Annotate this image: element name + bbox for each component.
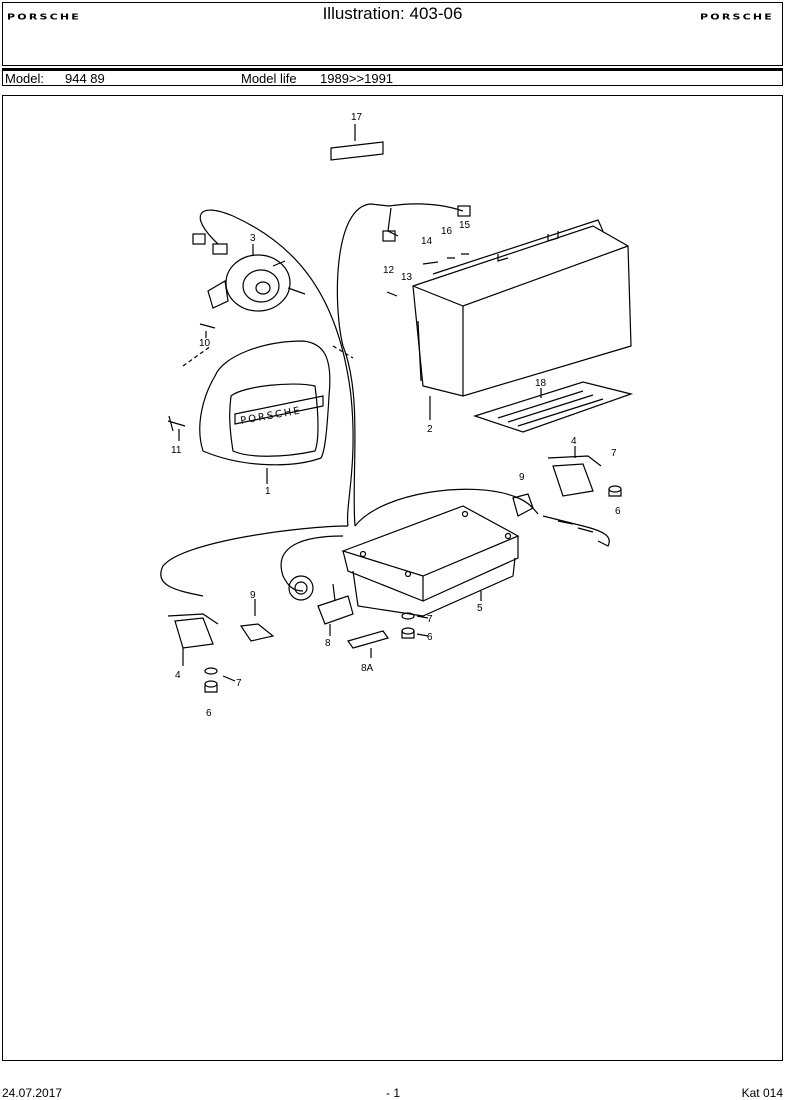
- model-bar: Model: 944 89 Model life 1989>>1991: [2, 68, 783, 86]
- part-label-9-left: 9: [250, 590, 256, 601]
- header-frame: PORSCHE Illustration: 403-06 PORSCHE: [2, 2, 783, 66]
- porsche-logo-right: PORSCHE: [700, 12, 774, 22]
- model-label: Model:: [5, 71, 45, 86]
- part-5-control-unit: [341, 505, 520, 617]
- part-label-8: 8: [325, 638, 331, 649]
- part-17-label-sticker: [330, 141, 384, 161]
- part-label-17: 17: [351, 112, 363, 123]
- part-label-6-right: 6: [615, 506, 621, 517]
- part-label-7-left: 7: [236, 678, 242, 689]
- part-label-4-left: 4: [175, 670, 181, 681]
- part-4-sensor-right: [547, 455, 602, 497]
- model-value: 944 89: [65, 71, 105, 86]
- part-4-sensor-left: [167, 613, 219, 649]
- part-label-3: 3: [250, 233, 256, 244]
- part-label-7-right: 7: [611, 448, 617, 459]
- part-label-10: 10: [199, 338, 211, 349]
- footer-date: 24.07.2017: [2, 1086, 63, 1100]
- part-1-steering-airbag: [199, 340, 331, 466]
- footer-page: - 1: [386, 1086, 401, 1100]
- steering-wheel-porsche-text: PORSCHE: [240, 405, 303, 427]
- part-label-11: 11: [171, 445, 182, 456]
- footer-catalog: Kat 014: [741, 1086, 783, 1100]
- part-label-18: 18: [535, 378, 547, 389]
- part-label-13: 13: [401, 272, 413, 283]
- part-label-12: 12: [383, 265, 395, 276]
- part-label-6-left: 6: [206, 708, 212, 719]
- part-label-4-right: 4: [571, 436, 577, 447]
- part-18-cover-plate: [473, 381, 634, 433]
- part-label-8a: 8A: [361, 663, 374, 674]
- part-label-14: 14: [421, 236, 433, 247]
- part-label-6-center: 6: [427, 632, 433, 643]
- porsche-logo-left: PORSCHE: [7, 12, 81, 22]
- part-2-passenger-airbag: [412, 219, 632, 397]
- part-label-9-right: 9: [519, 472, 525, 483]
- model-life-label: Model life: [241, 71, 297, 86]
- part-label-16: 16: [441, 226, 453, 237]
- part-label-2: 2: [427, 424, 433, 435]
- model-life-value: 1989>>1991: [320, 71, 394, 86]
- part-label-1: 1: [265, 486, 271, 497]
- part-label-15: 15: [459, 220, 471, 231]
- part-3-clock-spring: [207, 254, 306, 312]
- part-label-5: 5: [477, 603, 483, 614]
- illustration-title: Illustration: 403-06: [322, 4, 463, 23]
- parts-drawing: 17 3 14 16 15 12 13 10 11 1 2 18 4 7 9 6…: [160, 112, 634, 719]
- part-label-7-center: 7: [427, 614, 433, 625]
- parts-illustration: 17 3 14 16 15 12 13 10 11 1 2 18 4 7 9 6…: [2, 95, 783, 1061]
